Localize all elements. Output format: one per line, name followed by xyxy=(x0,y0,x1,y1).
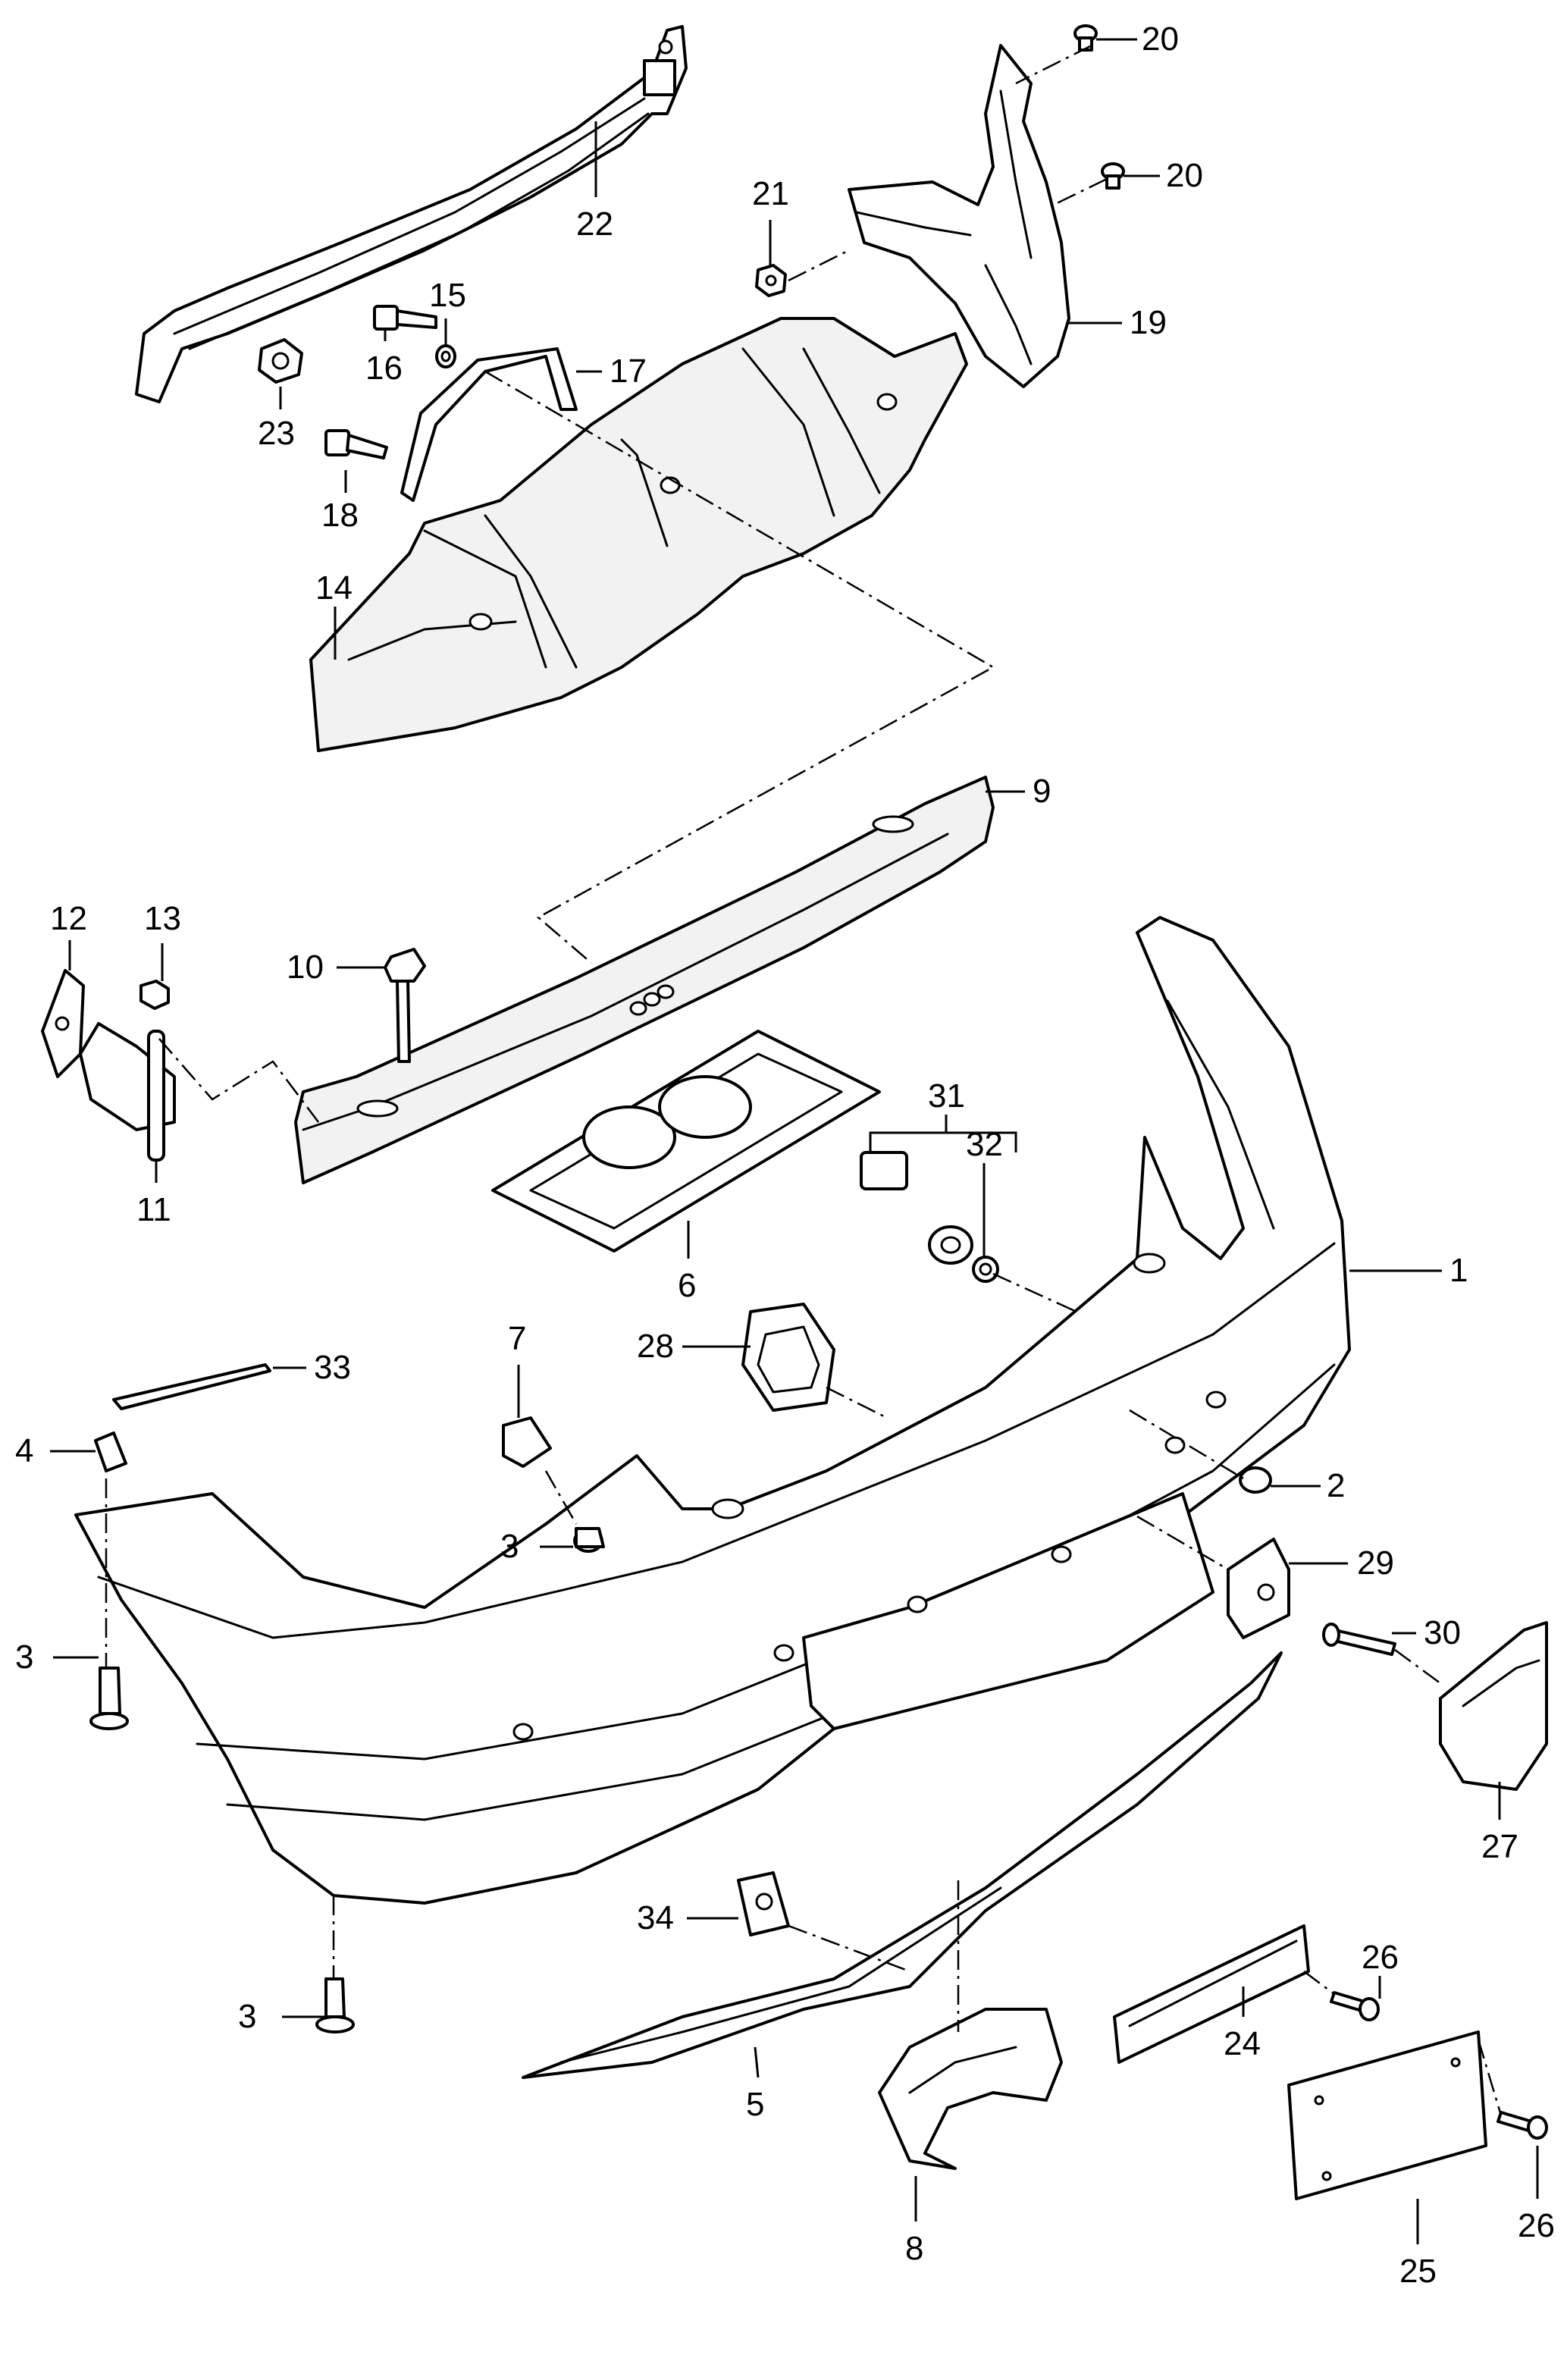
part-11-mount-pin xyxy=(79,1022,176,1162)
callout-27: 27 xyxy=(1481,1828,1518,1865)
part-32-ring xyxy=(972,1256,999,1283)
callout-11: 11 xyxy=(136,1191,171,1228)
part-3-screw-b xyxy=(573,1527,605,1553)
part-15-washer xyxy=(435,344,456,368)
callout-3: 3 xyxy=(238,1998,256,2035)
callout-12: 12 xyxy=(50,900,87,937)
callout-2: 2 xyxy=(1327,1467,1345,1504)
part-29-side-cap xyxy=(1227,1538,1290,1639)
part-17-bracket-strap xyxy=(400,347,578,502)
callout-24: 24 xyxy=(1224,2025,1261,2062)
part-3-screw-c xyxy=(315,1977,355,2034)
part-5-diffuser xyxy=(522,1651,1283,2079)
part-19-side-bracket xyxy=(848,44,1070,388)
part-10-bolt xyxy=(384,948,426,1063)
callout-23: 23 xyxy=(258,415,295,452)
part-4-clip xyxy=(94,1431,127,1472)
callout-31: 31 xyxy=(928,1077,965,1115)
callout-21: 21 xyxy=(752,175,789,212)
part-12-mount-bracket xyxy=(41,969,85,1078)
callout-16: 16 xyxy=(365,350,403,387)
callout-26: 26 xyxy=(1362,1939,1399,1976)
callout-14: 14 xyxy=(315,569,353,607)
part-7-clip xyxy=(502,1416,552,1468)
callout-19: 19 xyxy=(1130,304,1167,341)
part-26-screw-a xyxy=(1330,1991,1380,2021)
part-23-nut xyxy=(258,338,303,384)
part-25-plate-holder xyxy=(1287,2030,1487,2200)
callout-30: 30 xyxy=(1424,1614,1461,1651)
callout-leaders xyxy=(50,38,1539,2244)
part-18-bolt xyxy=(324,429,388,459)
part-6-tray xyxy=(491,1030,881,1253)
part-27-end-cap xyxy=(1439,1621,1548,1791)
callout-3: 3 xyxy=(500,1528,519,1565)
callout-34: 34 xyxy=(637,1899,674,1936)
callout-17: 17 xyxy=(610,353,647,390)
part-14-heat-shield xyxy=(309,317,968,752)
callout-20: 20 xyxy=(1142,20,1179,58)
callout-9: 9 xyxy=(1033,773,1051,810)
callout-3: 3 xyxy=(15,1638,33,1676)
alignment-lines xyxy=(105,44,1503,2116)
part-31-sensor xyxy=(928,1225,973,1265)
part-31-sensor-clip xyxy=(860,1151,908,1190)
callout-5: 5 xyxy=(746,2086,764,2123)
part-3-screw-a xyxy=(89,1667,129,1730)
callout-32: 32 xyxy=(966,1126,1003,1163)
part-24-plate-bracket xyxy=(1113,1924,1310,2064)
part-28-frame xyxy=(741,1303,835,1412)
callout-10: 10 xyxy=(287,949,324,986)
callout-25: 25 xyxy=(1399,2253,1437,2290)
part-13-nut xyxy=(139,980,170,1010)
part-1-bumper-cover xyxy=(74,916,1351,1905)
part-22-mounting-rail xyxy=(135,25,688,403)
callout-31-bracket xyxy=(869,1131,1017,1152)
callout-15: 15 xyxy=(429,277,466,314)
callout-28: 28 xyxy=(637,1328,674,1365)
callout-6: 6 xyxy=(678,1267,696,1304)
callout-20: 20 xyxy=(1166,157,1203,194)
callout-18: 18 xyxy=(321,497,359,534)
callout-22: 22 xyxy=(576,205,613,243)
part-34-clip xyxy=(737,1871,790,1936)
callout-13: 13 xyxy=(144,900,181,937)
callout-4: 4 xyxy=(15,1432,33,1469)
part-33-trim-strip xyxy=(112,1363,271,1410)
callout-29: 29 xyxy=(1357,1544,1394,1582)
part-30-rivet xyxy=(1322,1623,1396,1656)
part-2-tow-cap xyxy=(1239,1466,1272,1494)
part-21-nut xyxy=(755,264,787,297)
part-20-clip-top xyxy=(1073,24,1098,52)
callout-1: 1 xyxy=(1449,1252,1468,1289)
part-16-bolt xyxy=(373,305,437,331)
part-26-screw-b xyxy=(1496,2111,1548,2140)
part-9-carrier-beam xyxy=(294,776,995,1184)
callout-labels: 1 2 3 3 3 4 5 6 7 8 9 10 11 12 13 14 15 … xyxy=(15,20,1555,2290)
callout-26: 26 xyxy=(1518,2207,1555,2244)
callout-7: 7 xyxy=(508,1320,526,1357)
callout-8: 8 xyxy=(905,2230,923,2267)
part-8-tailpipe-trim xyxy=(878,2008,1063,2170)
callout-33: 33 xyxy=(314,1349,351,1386)
part-20-clip-mid xyxy=(1101,162,1125,190)
